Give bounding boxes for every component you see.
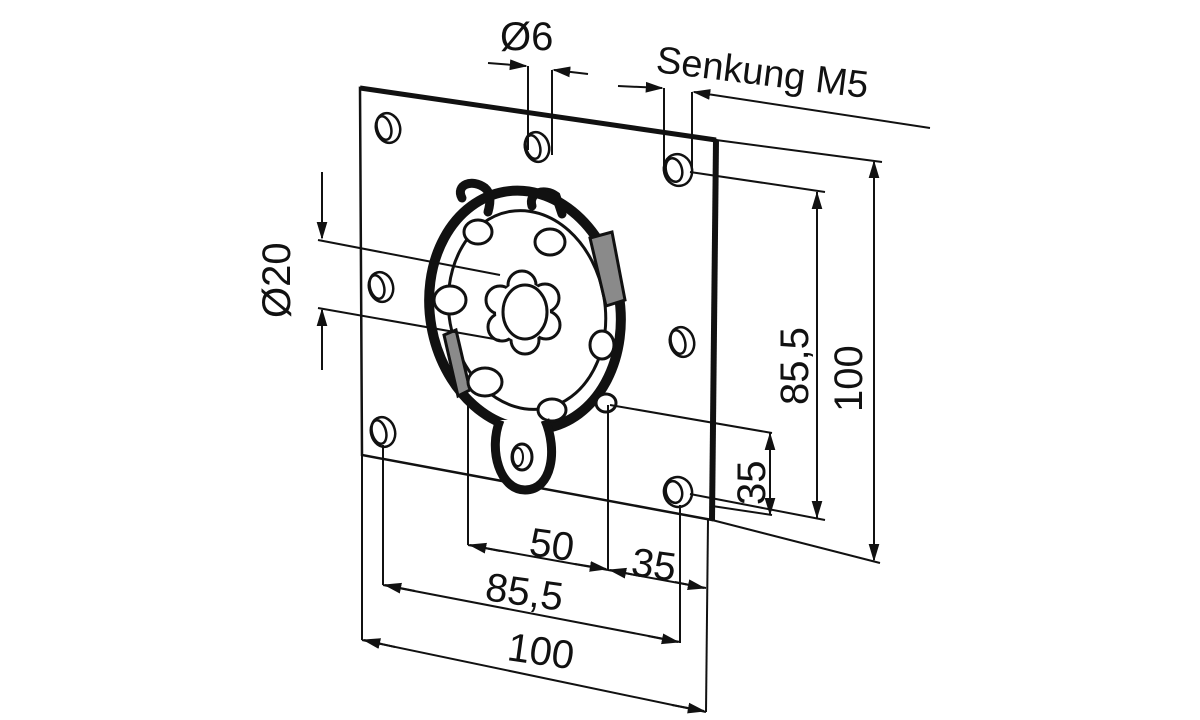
- center-hub: [484, 269, 562, 356]
- hole-mid-right: [668, 325, 696, 359]
- clip-ring: [424, 178, 627, 495]
- hole-top-right: [662, 152, 694, 188]
- hole-bottom-right: [662, 475, 694, 509]
- dimension-vertical: [609, 139, 883, 564]
- horizontal-plate-width-label: 100: [505, 625, 577, 678]
- horizontal-offset-50-label: 50: [527, 520, 577, 570]
- plate-holes: [367, 111, 696, 509]
- vertical-offset-35-label: 35: [730, 461, 774, 506]
- countersink-label: Senkung M5: [654, 39, 871, 107]
- center-diameter-label: Ø20: [255, 242, 299, 318]
- dimension-countersink: Senkung M5: [617, 39, 931, 175]
- hole-mid-left: [367, 270, 395, 304]
- horizontal-hole-spacing-label: 85,5: [483, 565, 566, 619]
- vertical-hole-spacing-label: 85,5: [773, 327, 817, 405]
- hole-top-center: [523, 130, 551, 164]
- dimension-horizontal: [361, 400, 709, 714]
- vertical-plate-height-label: 100: [827, 345, 871, 412]
- horizontal-offset-35-label: 35: [629, 540, 679, 590]
- hole-diameter-label: Ø6: [500, 15, 553, 59]
- hole-bottom-left: [369, 415, 397, 449]
- dimension-hole-diameter: Ø6: [487, 15, 589, 155]
- hole-top-left: [374, 111, 402, 145]
- dimension-center-diameter: Ø20: [255, 172, 501, 370]
